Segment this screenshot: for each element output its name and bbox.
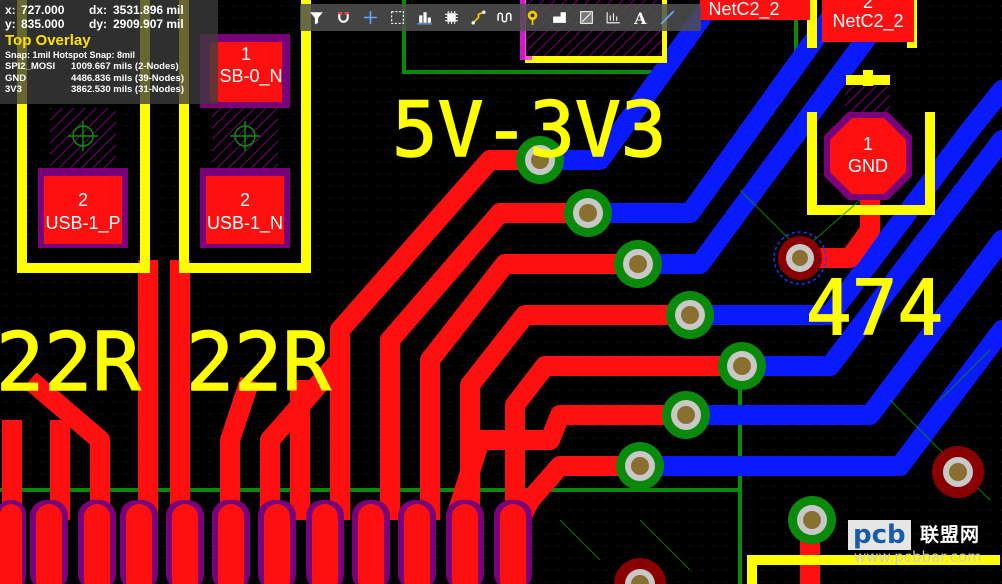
- x-coordinate-row: x: 727.000 dx: 3531.896 mil: [5, 3, 213, 17]
- net-row: GND 4486.836 mils (39-Nodes): [5, 73, 213, 85]
- dx-value: 3531.896 mil: [113, 3, 184, 17]
- filter-button[interactable]: [304, 6, 328, 30]
- pad-number: 2: [863, 0, 873, 12]
- pad-usb1p[interactable]: [38, 168, 128, 248]
- filter-icon: [309, 12, 323, 25]
- connector-pads[interactable]: [0, 500, 532, 584]
- pad-net-label: USB-1_N: [207, 213, 283, 234]
- net-length: 3862.530 mils (31-Nodes): [71, 84, 185, 95]
- net-row: 3V3 3862.530 mils (31-Nodes): [5, 84, 213, 96]
- svg-text:A: A: [633, 9, 647, 26]
- pad-number: 2: [240, 190, 250, 210]
- diff-pair-icon: [496, 12, 512, 23]
- pad-net-label: NetC2_2: [832, 11, 903, 32]
- pad-net-label: USB-1_P: [45, 213, 120, 234]
- watermark-logo: pcb: [848, 520, 911, 550]
- via-button[interactable]: [520, 6, 544, 30]
- align-icon: [416, 12, 432, 25]
- watermark-chinese: 联盟网: [920, 524, 981, 546]
- snap-info: Snap: 1mil Hotspot Snap: 8mil: [5, 50, 136, 60]
- line-button[interactable]: [655, 6, 679, 30]
- x-label: x:: [5, 3, 16, 17]
- route-icon: [470, 10, 486, 25]
- silk-label-5v3v3: 5V-3V3: [392, 85, 667, 174]
- x-value: 727.000: [21, 3, 65, 17]
- text-button[interactable]: A: [628, 6, 652, 30]
- center-crosshair-left: [68, 121, 98, 151]
- pad-number: 1: [863, 134, 873, 154]
- center-crosshair-right: [230, 121, 260, 151]
- pad-netc2-right[interactable]: [822, 0, 914, 42]
- add-button[interactable]: [358, 6, 382, 30]
- silk-label-22r-left: 22R: [0, 316, 141, 409]
- net-name: SPI2_MOSI: [5, 61, 56, 72]
- pad-gnd[interactable]: [824, 112, 912, 200]
- dimension-icon: [606, 12, 620, 24]
- dimension-button[interactable]: [601, 6, 625, 30]
- fill-button[interactable]: [547, 6, 571, 30]
- vias[interactable]: [516, 136, 984, 584]
- y-coordinate-row: y: 835.000 dy: 2909.907 mil: [5, 17, 213, 31]
- watermark: pcb 联盟网 www.pcbbar.com: [848, 520, 1000, 566]
- fill-icon: [552, 12, 566, 23]
- silk-label-22r-right: 22R: [186, 316, 331, 409]
- dy-value: 2909.907 mil: [113, 17, 184, 31]
- current-layer: Top Overlay: [5, 32, 91, 49]
- text-icon: A: [633, 9, 647, 26]
- plus-icon: [363, 11, 377, 24]
- pad-net-label: GND: [848, 156, 888, 176]
- pad-number: 1: [241, 44, 251, 64]
- active-bar-toolbar: A: [300, 4, 701, 31]
- net-name: GND: [5, 72, 27, 84]
- pad-net-label: SB-0_N: [219, 66, 282, 87]
- pad-net-label: NetC2_2: [708, 0, 779, 20]
- net-row: SPI2_MOSI 1009.667 mils (2-Nodes): [5, 61, 213, 73]
- select-button[interactable]: [385, 6, 409, 30]
- dx-label: dx:: [89, 3, 107, 17]
- snap-button[interactable]: [331, 6, 355, 30]
- magnet-icon: [337, 12, 349, 23]
- heads-up-display: x: 727.000 dx: 3531.896 mil y: 835.000 d…: [0, 0, 218, 104]
- pad-netc2-left[interactable]: [700, 0, 810, 20]
- y-value: 835.000: [21, 17, 65, 31]
- select-rect-icon: [390, 11, 404, 24]
- component-icon: [444, 11, 458, 24]
- watermark-url: www.pcbbar.com: [854, 548, 982, 566]
- net-length: 4486.836 mils (39-Nodes): [71, 72, 185, 84]
- dy-label: dy:: [89, 17, 107, 31]
- component-button[interactable]: [439, 6, 463, 30]
- pad-number: 2: [78, 190, 88, 210]
- align-button[interactable]: [412, 6, 436, 30]
- net-name: 3V3: [5, 84, 22, 95]
- paste-hatch-gnd: [845, 86, 890, 112]
- polygon-icon: [579, 11, 593, 24]
- pad-usb1n[interactable]: [200, 168, 290, 248]
- silk-label-474: 474: [806, 263, 943, 352]
- route-button[interactable]: [466, 6, 490, 30]
- y-label: y:: [5, 17, 16, 31]
- line-icon: [660, 10, 674, 25]
- net-length: 1009.667 mils (2-Nodes): [71, 61, 179, 72]
- polygon-button[interactable]: [574, 6, 598, 30]
- length-tuning-button[interactable]: [493, 6, 517, 30]
- via-icon: [527, 10, 537, 25]
